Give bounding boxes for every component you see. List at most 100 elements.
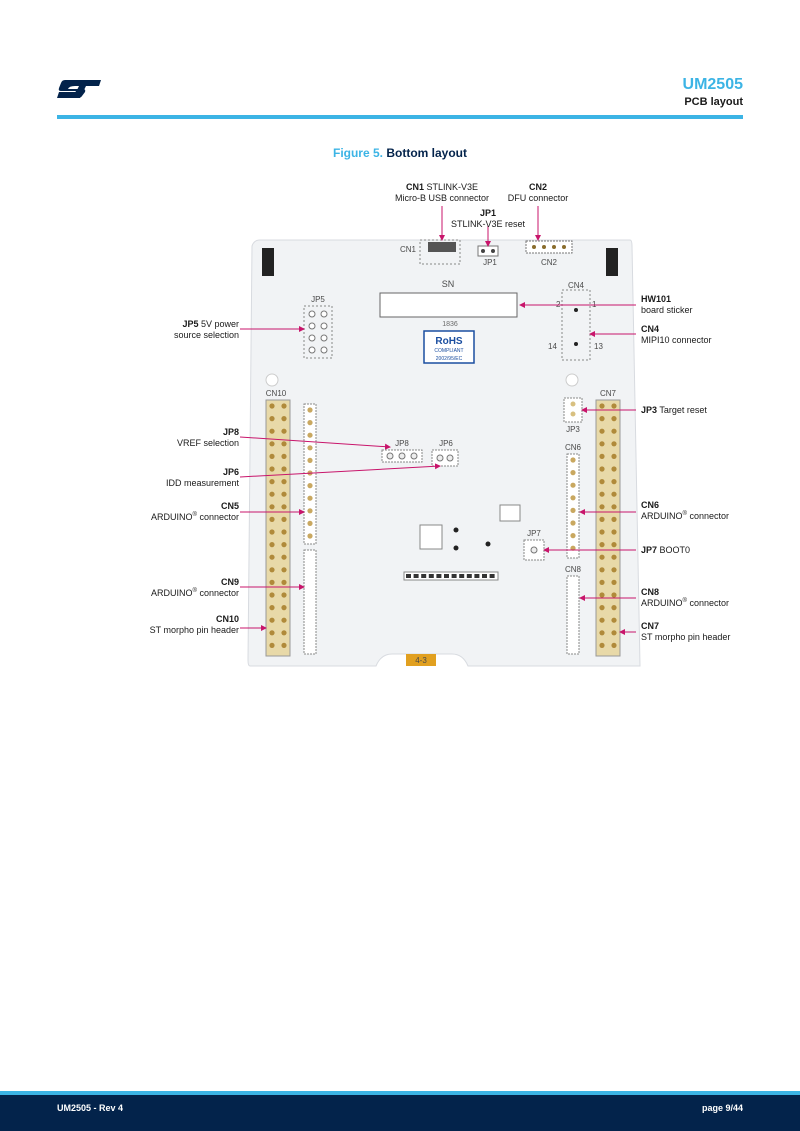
header-pin <box>611 592 617 598</box>
header-pin <box>599 554 605 560</box>
header-pin <box>611 479 617 485</box>
header-pin <box>599 592 605 598</box>
header-pin <box>611 630 617 636</box>
header-pin <box>269 554 275 560</box>
header-pin <box>570 482 576 488</box>
header-pin <box>269 416 275 422</box>
svg-text:CN7: CN7 <box>600 389 617 398</box>
header-pin <box>599 479 605 485</box>
section-title: PCB layout <box>684 96 743 108</box>
figure-title: Bottom layout <box>386 146 468 160</box>
header-pin <box>599 466 605 472</box>
header-pin <box>599 579 605 586</box>
header-pin <box>281 491 287 497</box>
header-pin <box>611 491 617 497</box>
header-pin <box>269 579 275 586</box>
header-pin <box>611 416 617 422</box>
svg-text:JP3: JP3 <box>566 425 580 434</box>
header-pin <box>269 529 275 535</box>
callout-line-jp6 <box>239 463 441 478</box>
footer-page-number: page 9/44 <box>701 1103 743 1113</box>
header-pin <box>599 642 605 649</box>
solder-bridge-pad <box>436 574 442 578</box>
header-pin <box>599 567 605 573</box>
callout-cn9: CN9 ARDUINO® connector <box>151 577 239 598</box>
header-pin <box>269 617 275 623</box>
header-pin <box>611 642 617 649</box>
footer-doc-rev: UM2505 - Rev 4 <box>57 1103 124 1113</box>
solder-bridge-pad <box>489 574 495 578</box>
header-pin <box>570 495 576 501</box>
header-pin <box>269 630 275 636</box>
callout-cn4: CN4 MIPI10 connector <box>641 324 712 345</box>
figure-number: Figure 5. <box>332 146 383 160</box>
svg-text:CN10: CN10 <box>266 389 287 398</box>
header-pin <box>611 617 617 623</box>
svg-text:CN8: CN8 <box>565 565 582 574</box>
svg-text:JP1: JP1 <box>483 258 497 267</box>
header-pin <box>599 453 605 459</box>
header-pin <box>611 466 617 472</box>
header-pin <box>269 642 275 649</box>
header-pin <box>611 453 617 459</box>
header-pin <box>611 605 617 611</box>
header-pin <box>307 483 313 489</box>
header-pin <box>570 520 576 526</box>
header-pin <box>611 428 617 434</box>
svg-text:JP6: JP6 <box>439 439 453 448</box>
header-pin <box>599 605 605 611</box>
header-pin <box>599 504 605 510</box>
header-pin <box>269 403 275 409</box>
header-pin <box>281 428 287 434</box>
svg-text:14: 14 <box>548 342 557 351</box>
header-pin <box>611 579 617 586</box>
svg-text:13: 13 <box>594 342 603 351</box>
header-pin <box>281 453 287 459</box>
callout-cn7: CN7 ST morpho pin header <box>641 621 731 642</box>
header-pin <box>611 441 617 447</box>
svg-text:JP7: JP7 <box>527 529 541 538</box>
solder-bridge-pad <box>406 574 411 578</box>
svg-text:JP8: JP8 <box>395 439 409 448</box>
svg-text:4-3: 4-3 <box>415 656 427 665</box>
callout-jp1: JP1 STLINK-V3E reset <box>450 208 526 229</box>
svg-text:CN1: CN1 <box>400 245 417 254</box>
callout-cn2: CN2 DFU connector <box>507 182 569 203</box>
callout-line-jp8 <box>239 436 391 450</box>
header-pin <box>307 420 313 426</box>
solder-bridge-pad <box>428 574 434 578</box>
callout-jp5: JP5 5V power source selection <box>173 319 239 340</box>
jp5-box <box>303 305 333 359</box>
header-pin <box>599 630 605 636</box>
solder-bridge-pad <box>474 574 480 578</box>
header-pin <box>599 617 605 623</box>
header-pin <box>269 466 275 472</box>
header-pin <box>570 470 576 476</box>
header-pin <box>307 432 313 438</box>
svg-text:JP5: JP5 <box>311 295 325 304</box>
header-pin <box>307 445 313 451</box>
header-pin <box>281 542 287 548</box>
header-pin <box>611 567 617 573</box>
callout-cn5: CN5 ARDUINO® connector <box>151 501 239 522</box>
header-pin <box>307 495 313 501</box>
board-figure: SN 1836 RoHS COMPLIANT 2002/95/EC CN1 JP… <box>150 182 731 667</box>
header-pin <box>599 441 605 447</box>
header-pin <box>281 479 287 485</box>
solder-bridge-pad <box>421 574 427 578</box>
svg-text:2002/95/EC: 2002/95/EC <box>436 356 463 362</box>
solder-bridge-pad <box>413 574 419 578</box>
header-pin <box>611 403 617 409</box>
header-pin <box>281 617 287 623</box>
header-pin <box>599 416 605 422</box>
sn-label: SN <box>442 279 455 289</box>
header-pin <box>281 403 287 409</box>
header-pin <box>307 533 313 539</box>
svg-text:CN2: CN2 <box>541 258 558 267</box>
header-pin <box>611 554 617 560</box>
header-pin <box>281 567 287 573</box>
header-pin <box>281 642 287 649</box>
document-id: UM2505 <box>682 76 743 93</box>
callout-jp7: JP7 BOOT0 <box>641 545 691 555</box>
header-pin <box>269 567 275 573</box>
